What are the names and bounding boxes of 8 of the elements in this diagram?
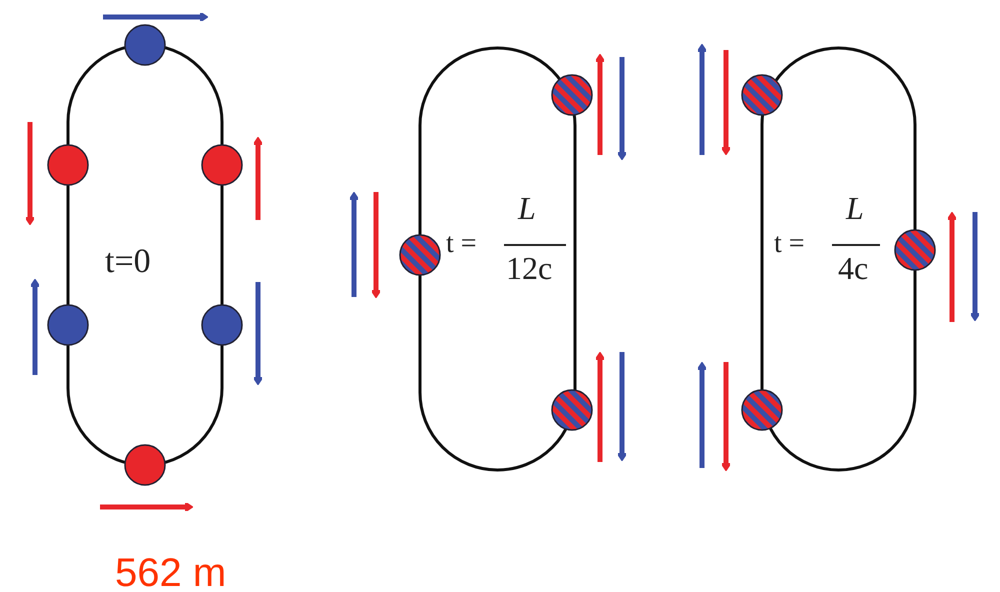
fraction-numerator: L — [518, 192, 536, 224]
fraction-numerator: L — [846, 192, 864, 224]
time-label: t=0 — [105, 245, 151, 279]
equation-text: t = — [446, 230, 477, 258]
fraction-denominator: 4c — [838, 252, 868, 284]
length-label: 562 m — [115, 553, 226, 592]
equation-text: t = — [774, 230, 805, 258]
fraction-denominator: 12c — [506, 252, 552, 284]
